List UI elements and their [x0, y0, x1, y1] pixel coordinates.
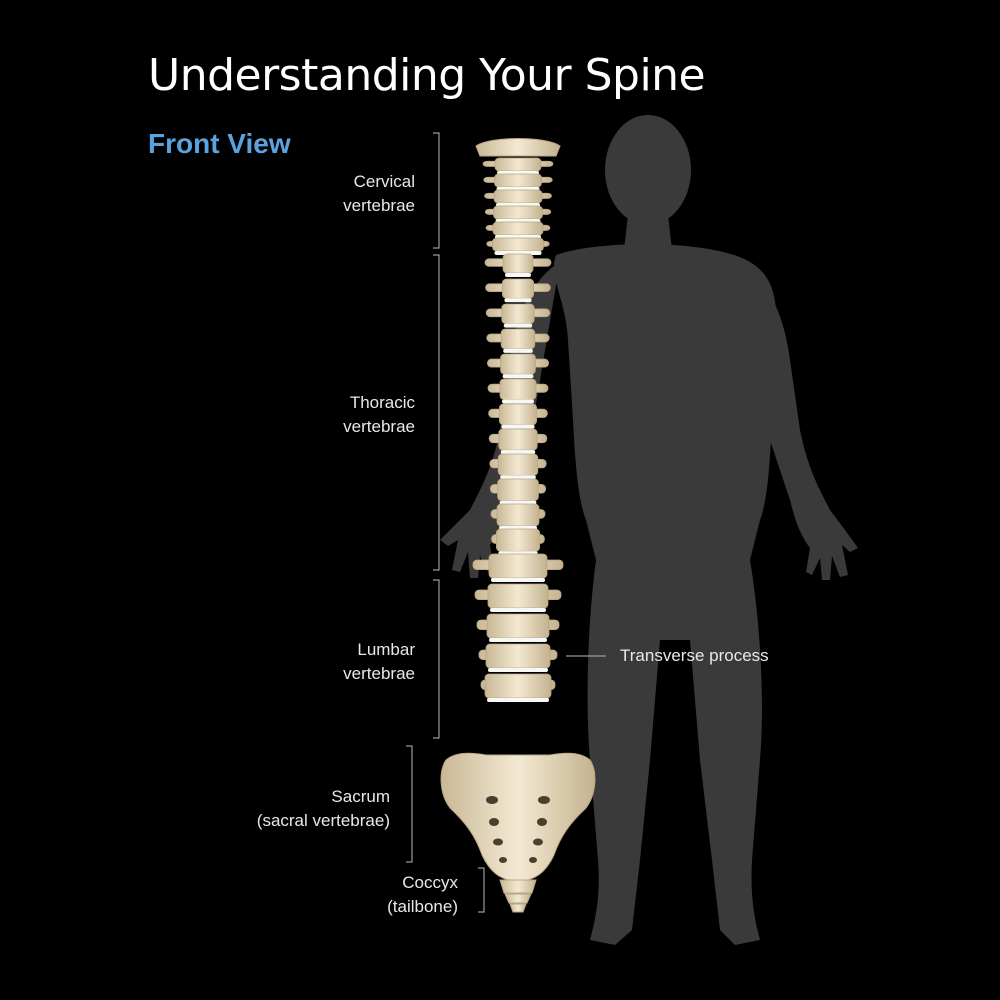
label-thoracic-line1: Thoracic — [349, 393, 415, 412]
label-sacrum-line1: Sacrum — [331, 787, 390, 806]
vertebra-body-19 — [488, 553, 548, 579]
vertebra-body-10 — [500, 328, 536, 350]
silhouette-torso — [553, 244, 777, 946]
label-coccyx-line1: Coccyx — [402, 873, 458, 892]
bracket-sacrum — [406, 745, 413, 863]
vertebra-body-22 — [485, 643, 551, 669]
intervertebral-disc-9 — [503, 323, 533, 328]
vertebra-body-11 — [500, 353, 536, 375]
label-cervical-vertebrae: Cervical vertebrae — [343, 170, 415, 218]
intervertebral-disc-15 — [500, 475, 536, 480]
vertebra-body-7 — [502, 253, 534, 274]
vertebra-body-16 — [497, 478, 539, 502]
spine-column — [472, 138, 564, 702]
bracket-lumbar — [433, 579, 440, 739]
vertebra-body-9 — [501, 303, 535, 325]
intervertebral-disc-12 — [502, 399, 534, 404]
label-coccyx: Coccyx (tailbone) — [387, 871, 458, 919]
vertebra-body-13 — [498, 403, 537, 426]
coccyx-bone — [499, 879, 537, 913]
vertebra-body-8 — [501, 278, 534, 299]
sacrum-bone — [440, 752, 596, 883]
intervertebral-disc-14 — [500, 450, 536, 455]
vertebra-body-20 — [487, 583, 549, 609]
vertebra-body-17 — [496, 503, 540, 527]
vertebra-body-18 — [495, 528, 540, 552]
label-cervical-line2: vertebrae — [343, 196, 415, 215]
intervertebral-disc-10 — [503, 348, 533, 353]
intervertebral-disc-19 — [491, 578, 545, 582]
vertebra-body-14 — [498, 428, 538, 451]
bracket-coccyx — [478, 867, 485, 913]
vertebra-body-2 — [494, 173, 542, 188]
vertebra-body-6 — [492, 237, 544, 252]
label-lumbar-line1: Lumbar — [357, 640, 415, 659]
intervertebral-disc-13 — [501, 424, 535, 429]
vertebra-body-21 — [486, 613, 550, 639]
vertebra-atlas — [475, 138, 561, 157]
label-lumbar-vertebrae: Lumbar vertebrae — [343, 638, 415, 686]
label-sacrum: Sacrum (sacral vertebrae) — [257, 785, 390, 833]
silhouette-head — [605, 115, 691, 225]
vertebra-body-23 — [484, 673, 552, 699]
bracket-cervical — [433, 132, 440, 249]
intervertebral-disc-20 — [490, 608, 546, 612]
view-subtitle: Front View — [148, 128, 291, 159]
silhouette-right-arm — [740, 262, 858, 580]
label-transverse-process: Transverse process — [620, 646, 769, 665]
intervertebral-disc-23 — [487, 698, 549, 702]
intervertebral-disc-21 — [489, 638, 547, 642]
vertebra-body-5 — [492, 221, 544, 236]
silhouette-neck — [624, 215, 672, 250]
intervertebral-disc-11 — [502, 374, 534, 379]
page-title: Understanding Your Spine — [148, 50, 706, 101]
label-sacrum-line2: (sacral vertebrae) — [256, 811, 390, 830]
bracket-thoracic — [433, 254, 440, 571]
vertebra-body-15 — [497, 453, 539, 476]
intervertebral-disc-22 — [488, 668, 548, 672]
intervertebral-disc-8 — [504, 298, 532, 303]
label-coccyx-line2: (tailbone) — [387, 897, 458, 916]
intervertebral-disc-7 — [505, 273, 531, 277]
label-thoracic-line2: vertebrae — [343, 417, 415, 436]
vertebra-body-12 — [499, 378, 537, 400]
label-cervical-line1: Cervical — [353, 172, 415, 191]
vertebra-body-3 — [493, 189, 543, 204]
label-lumbar-line2: vertebrae — [343, 664, 415, 683]
label-thoracic-vertebrae: Thoracic vertebrae — [343, 391, 415, 439]
vertebra-body-4 — [493, 205, 543, 220]
vertebra-body-1 — [494, 157, 542, 172]
section-brackets — [406, 132, 606, 913]
